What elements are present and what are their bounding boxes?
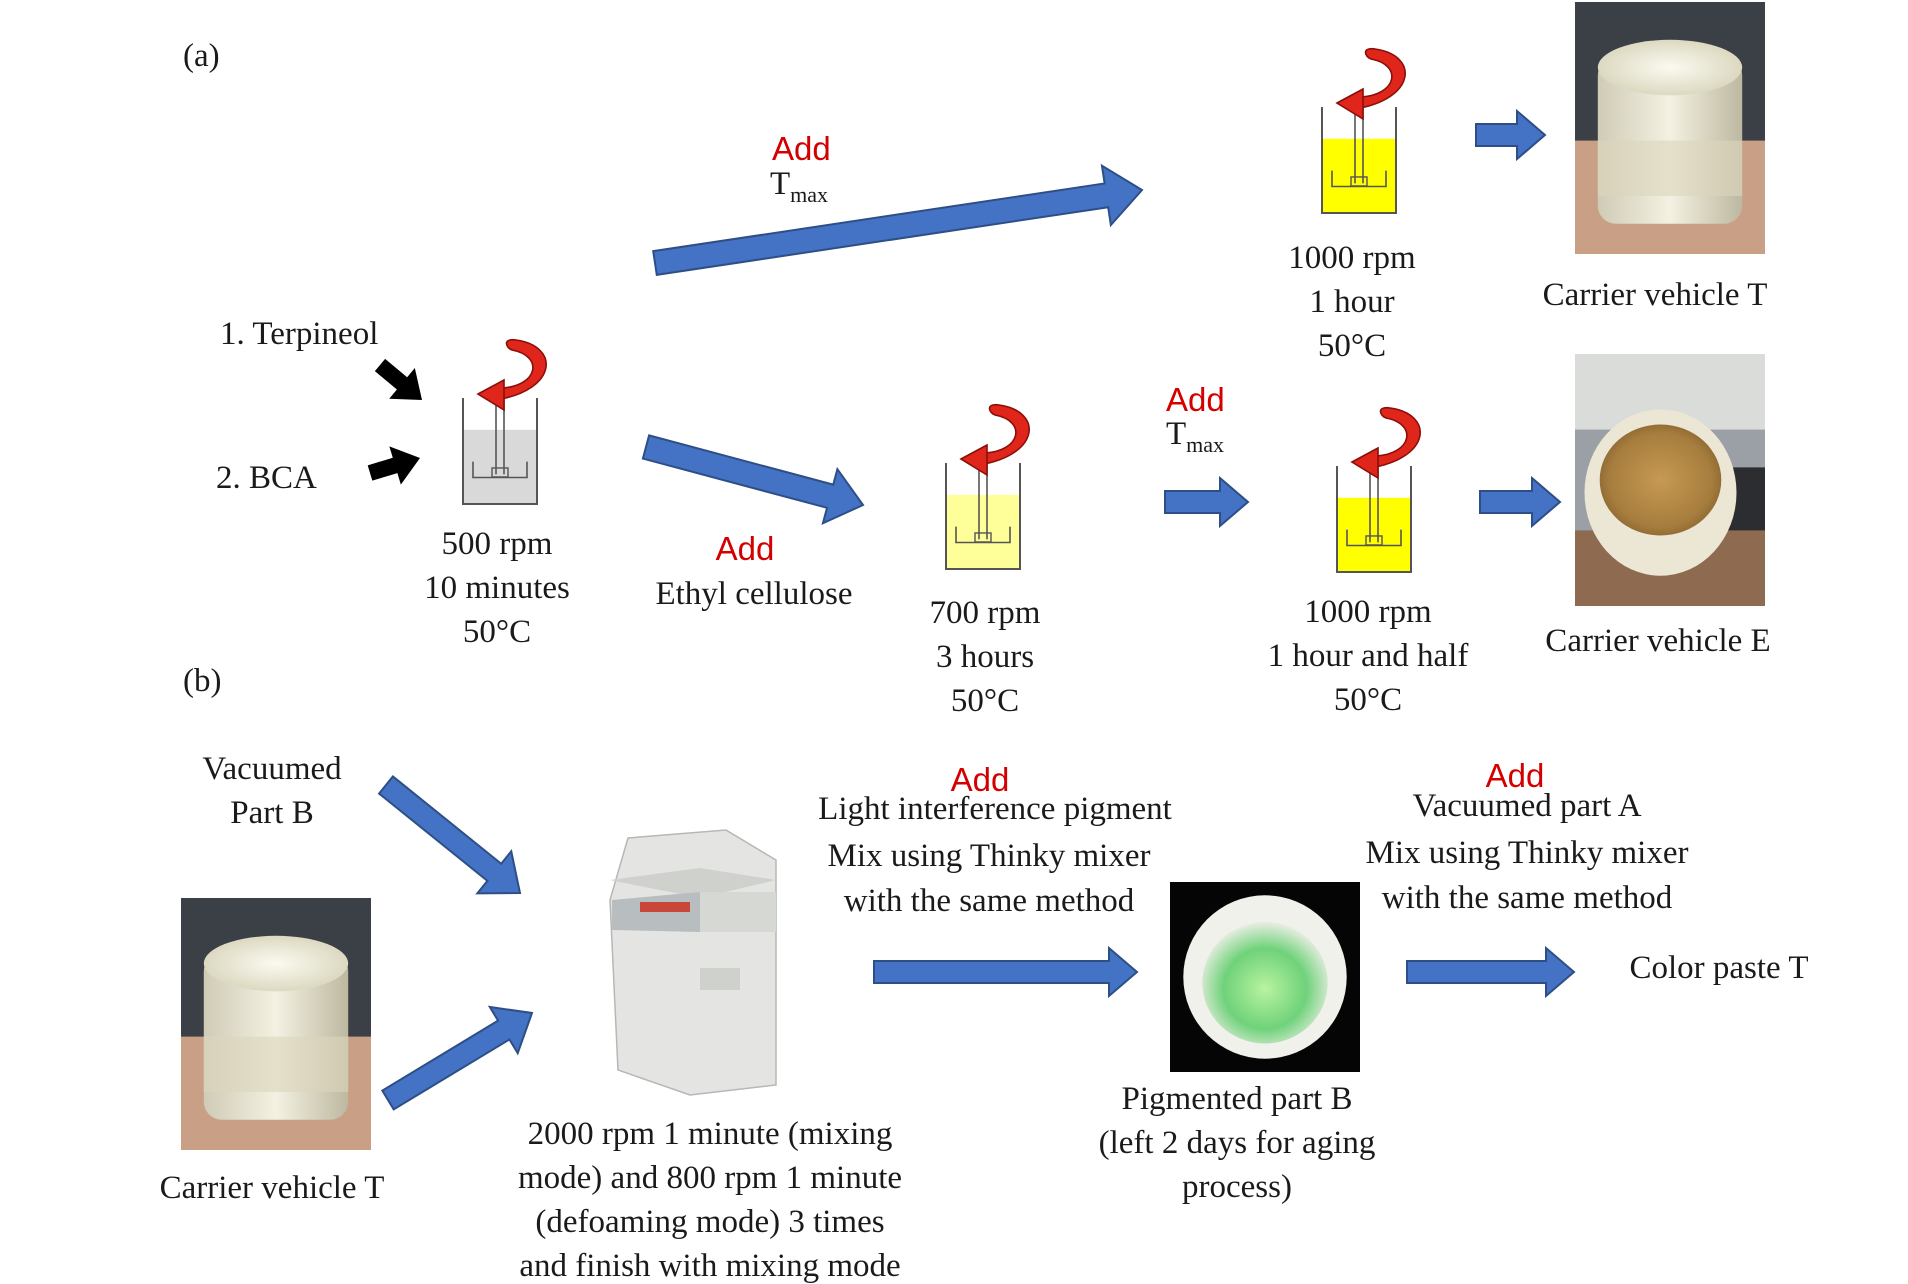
step1-temp: 50°C bbox=[462, 614, 532, 650]
beaker-step-t-liquid bbox=[1322, 138, 1396, 213]
beaker-step-e-hub bbox=[1365, 535, 1383, 546]
pigmented-b-line1: Pigmented part B bbox=[1121, 1081, 1353, 1117]
color-paste-t: Color paste T bbox=[1629, 950, 1809, 986]
step-e-time: 1 hour and half bbox=[1267, 638, 1469, 674]
beaker-step-t-beaker bbox=[1321, 107, 1397, 214]
thinky-mixer bbox=[609, 829, 777, 1096]
step-e-speed: 1000 rpm bbox=[1304, 594, 1432, 630]
beaker-step2-rotation-head bbox=[959, 443, 988, 477]
step-t-time: 1 hour bbox=[1309, 284, 1395, 320]
step2-temp: 50°C bbox=[950, 683, 1020, 719]
beaker-step-e-rotation-arrow bbox=[1368, 406, 1421, 470]
arrow-carrier-t bbox=[380, 1005, 534, 1111]
add2-line1: Vacuumed part A bbox=[1412, 788, 1642, 824]
beaker-step1-liquid bbox=[463, 429, 537, 504]
arrow-vacuumed-b bbox=[377, 775, 522, 895]
arrow-to-pigmented bbox=[873, 945, 1139, 999]
arrow-to-color-paste bbox=[1406, 945, 1576, 999]
beaker-step1-beaker bbox=[462, 398, 538, 505]
beaker-step1 bbox=[462, 338, 547, 505]
mixer-caption-1: 2000 rpm 1 minute (mixing bbox=[527, 1116, 893, 1152]
photo-carrier-t-b-paste bbox=[203, 935, 349, 992]
vacuumed-b-line1: Vacuumed bbox=[202, 751, 342, 787]
step-t-temp: 50°C bbox=[1317, 328, 1387, 364]
step2-speed: 700 rpm bbox=[929, 595, 1041, 631]
arrow-bca bbox=[367, 446, 420, 485]
beaker-step2-liquid bbox=[946, 494, 1020, 569]
thinky-mixer-lid-edge bbox=[610, 868, 776, 898]
add2-line3: with the same method bbox=[1381, 880, 1673, 916]
beaker-step-e-liquid bbox=[1337, 497, 1411, 572]
beaker-step-t bbox=[1321, 47, 1406, 214]
mixer-caption-3: (defoaming mode) 3 times bbox=[535, 1204, 885, 1240]
mixer-caption-4: and finish with mixing mode bbox=[519, 1248, 901, 1284]
photo-pigmented-b-paste bbox=[1202, 921, 1328, 1044]
beaker-step-e bbox=[1336, 406, 1421, 573]
beaker-step-e-beaker bbox=[1336, 466, 1412, 573]
input-bca: 2. BCA bbox=[216, 460, 317, 496]
step1-speed: 500 rpm bbox=[441, 526, 553, 562]
thinky-mixer-logo bbox=[700, 968, 740, 990]
arrow-to-step2 bbox=[641, 434, 865, 526]
add1-line2: Mix using Thinky mixer bbox=[827, 838, 1151, 874]
pigmented-b-line2: (left 2 days for aging bbox=[1098, 1125, 1376, 1161]
beaker-step2-beaker bbox=[945, 463, 1021, 570]
arrow-terpineol bbox=[374, 358, 422, 400]
arrow-to-vehicle-e bbox=[1479, 475, 1562, 529]
add-ethyl-label: Add bbox=[715, 530, 775, 567]
step-t-speed: 1000 rpm bbox=[1288, 240, 1416, 276]
photo-vehicle-t-band bbox=[1597, 140, 1743, 197]
add1-line3: with the same method bbox=[843, 883, 1135, 919]
beaker-step1-rotation-head bbox=[476, 378, 505, 412]
mixer-caption-2: mode) and 800 rpm 1 minute bbox=[517, 1160, 903, 1196]
tmax-top: Tmax bbox=[770, 166, 829, 207]
photo-vehicle-t-paste bbox=[1597, 39, 1743, 96]
add1-line1: Light interference pigment bbox=[818, 791, 1172, 827]
pigmented-b-line3: process) bbox=[1182, 1169, 1292, 1205]
add2-line2: Mix using Thinky mixer bbox=[1365, 835, 1689, 871]
step2-time: 3 hours bbox=[935, 639, 1035, 675]
beaker-step-t-rotation-arrow bbox=[1353, 47, 1406, 111]
carrier-t-caption: Carrier vehicle T bbox=[159, 1170, 385, 1206]
add-tmax-mid-label: Add bbox=[1166, 381, 1225, 418]
add2-label: Add bbox=[1485, 757, 1545, 794]
beaker-step2-hub bbox=[974, 532, 992, 543]
photo-carrier-t-b-band bbox=[203, 1036, 349, 1093]
beaker-step-t-rotation-head bbox=[1335, 87, 1364, 121]
step1-time: 10 minutes bbox=[424, 570, 570, 606]
photo-pigmented-b bbox=[1170, 882, 1360, 1072]
beaker-step1-rotation-arrow bbox=[494, 338, 547, 402]
ethyl-cellulose-label: Ethyl cellulose bbox=[655, 576, 853, 612]
photo-vehicle-e bbox=[1575, 354, 1765, 606]
beaker-step1-hub bbox=[491, 467, 509, 478]
arrow-step2-to-e bbox=[1164, 475, 1250, 529]
add1-label: Add bbox=[950, 761, 1010, 798]
beaker-step2-rotation-arrow bbox=[977, 403, 1030, 467]
input-terpineol: 1. Terpineol bbox=[220, 316, 379, 352]
photo-vehicle-e-paste bbox=[1599, 424, 1722, 536]
tmax-mid: Tmax bbox=[1166, 416, 1225, 457]
add-tmax-top-label: Add bbox=[772, 130, 831, 167]
arrow-to-top bbox=[652, 163, 1144, 277]
vacuumed-b-line2: Part B bbox=[230, 795, 314, 831]
arrow-to-vehicle-t bbox=[1475, 108, 1547, 162]
panel-a-label: (a) bbox=[183, 38, 220, 74]
photo-carrier-t-b bbox=[181, 898, 371, 1150]
vehicle-t-caption: Carrier vehicle T bbox=[1542, 277, 1768, 313]
photo-vehicle-t bbox=[1575, 2, 1765, 254]
step-e-temp: 50°C bbox=[1333, 682, 1403, 718]
vehicle-e-caption: Carrier vehicle E bbox=[1545, 623, 1771, 659]
beaker-step-t-hub bbox=[1350, 176, 1368, 187]
panel-b-label: (b) bbox=[183, 663, 222, 699]
beaker-step2 bbox=[945, 403, 1030, 570]
thinky-mixer-display bbox=[640, 902, 690, 912]
beaker-step-e-rotation-head bbox=[1350, 446, 1379, 480]
thinky-mixer-side bbox=[700, 892, 776, 932]
